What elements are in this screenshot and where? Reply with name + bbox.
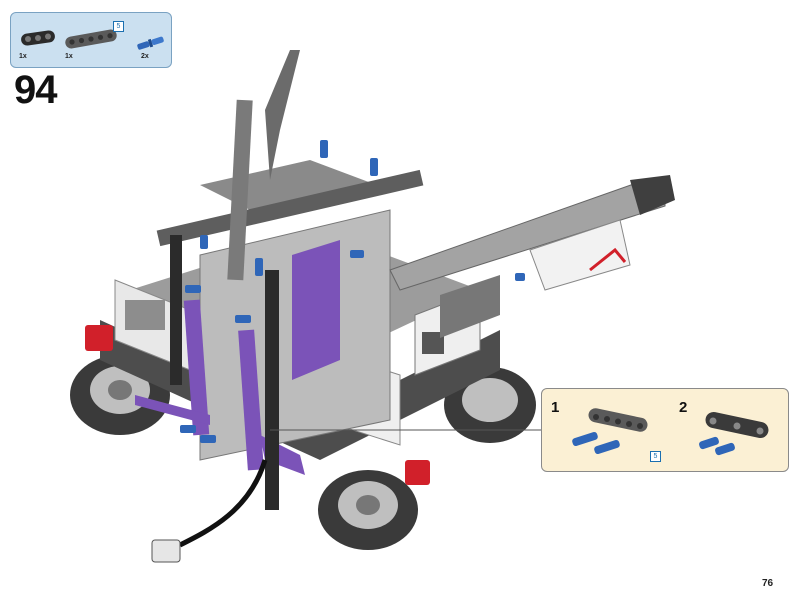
- purple-mid-panel: [292, 240, 340, 380]
- beam-length-badge: 5: [113, 21, 124, 32]
- black-beam-front: [265, 270, 279, 510]
- boom-motor-red-stripe: [589, 247, 627, 272]
- cable-plug: [151, 539, 181, 563]
- cable: [178, 459, 268, 548]
- step-number: 94: [14, 68, 57, 112]
- substep-2-black-beam-with-pins: [699, 412, 769, 456]
- beam-length-badge: 5: [650, 451, 661, 462]
- robot-model-illustration: [70, 50, 675, 563]
- boom-end-bracket: [630, 175, 675, 215]
- black-beam-left: [170, 235, 182, 385]
- wheel-front-right: [318, 470, 418, 550]
- boom-motor: [529, 219, 631, 291]
- sensor-module: [414, 275, 500, 376]
- subassembly-callout: 1 5 2: [541, 388, 789, 472]
- purple-beam-right: [238, 329, 264, 471]
- substep-number: 1: [551, 399, 560, 416]
- substep-number: 2: [679, 399, 688, 416]
- purple-beam-left: [183, 299, 210, 436]
- parts-list-box: 1x 5 1x 2x: [10, 12, 172, 68]
- quantity-label: 1x: [65, 53, 73, 60]
- substep-1-beam-with-pins: [572, 408, 648, 455]
- quantity-label: 1x: [19, 53, 27, 60]
- upper-crossbeam: [156, 169, 424, 247]
- dark-gray-beam-5-part: [65, 29, 117, 49]
- vertical-mast: [227, 99, 253, 281]
- blue-axle-pin-part: [137, 36, 164, 50]
- red-connector-left: [85, 325, 113, 351]
- page-number: 76: [762, 578, 774, 589]
- black-beam-3-part: [21, 30, 55, 46]
- red-connector-right: [405, 460, 430, 485]
- blue-pins: [180, 140, 525, 443]
- quantity-label: 2x: [141, 53, 149, 60]
- raised-lift-arm: [265, 50, 300, 180]
- purple-beam-base: [135, 395, 210, 425]
